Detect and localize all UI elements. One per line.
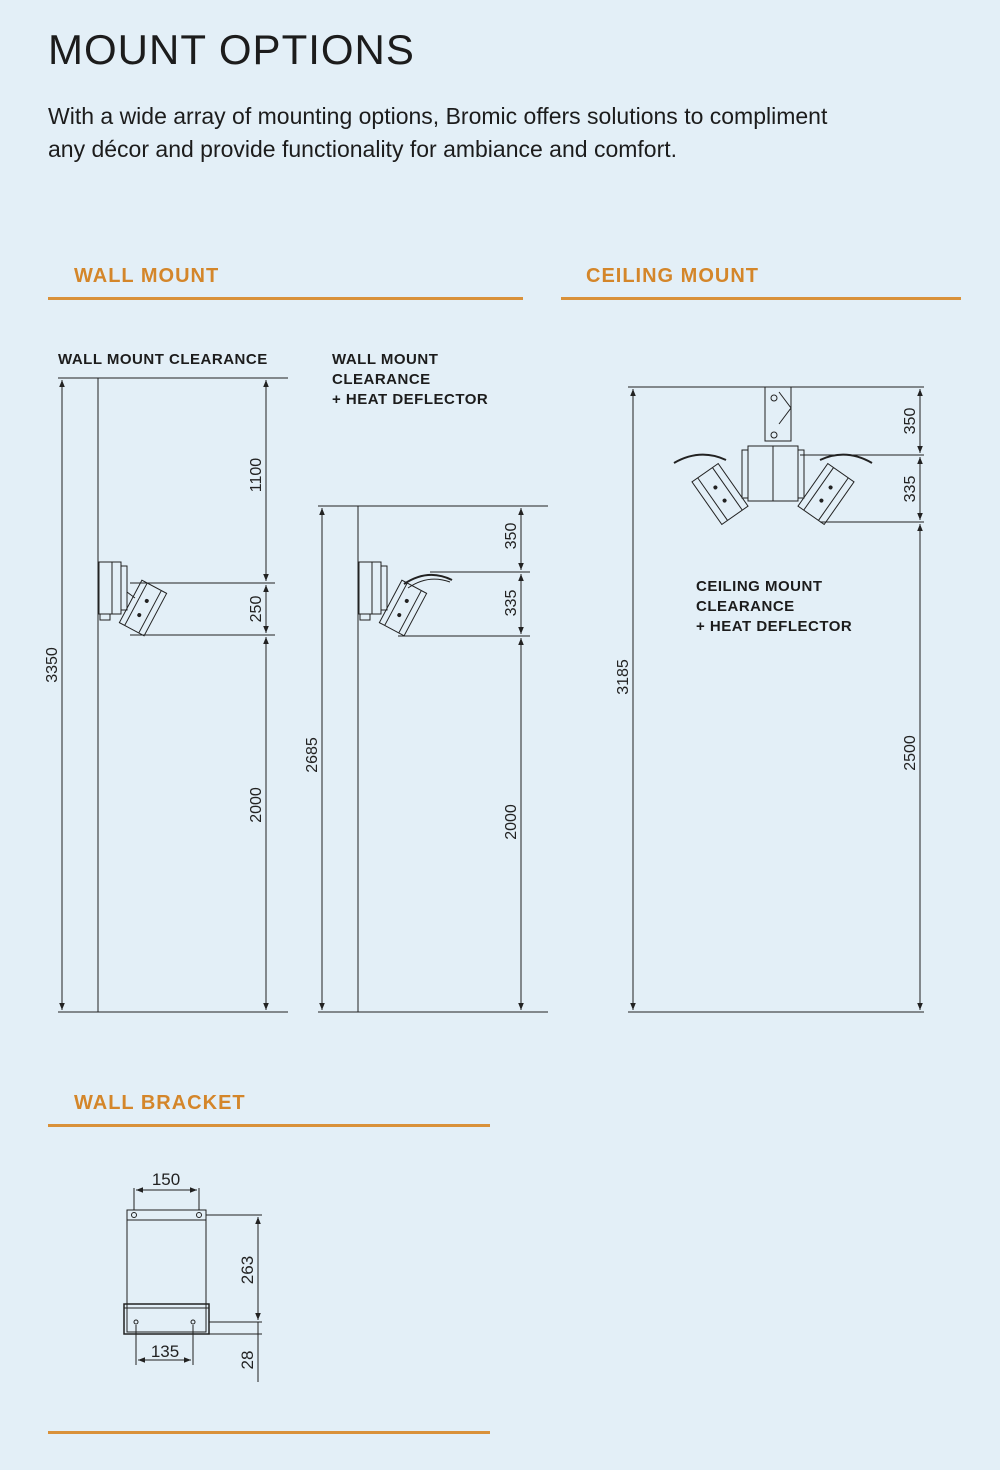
bracket-bottom-width: 135	[151, 1342, 179, 1361]
page-title: MOUNT OPTIONS	[48, 26, 415, 73]
ceiling-deflector-top: 350	[902, 408, 919, 435]
ceiling-deflector-label: CEILING MOUNT CLEARANCE + HEAT DEFLECTOR	[696, 578, 853, 635]
wall-clearance-bottom: 2000	[248, 787, 265, 823]
wall-deflector-top: 350	[503, 523, 520, 550]
ceiling-mount-rule	[561, 297, 961, 300]
section-wall-bracket: WALL BRACKET	[74, 1092, 246, 1114]
ceiling-deflector-total: 3185	[615, 659, 632, 695]
bracket-base: 28	[238, 1351, 257, 1370]
wall-clearance-total: 3350	[44, 647, 61, 683]
footer-rule	[48, 1431, 490, 1434]
wall-heater-icon	[98, 561, 168, 637]
bracket-top-width: 150	[152, 1170, 180, 1189]
wall-mount-rule	[48, 297, 523, 300]
wall-clearance-label: WALL MOUNT CLEARANCE	[58, 351, 268, 368]
wall-clearance-top: 1100	[248, 458, 265, 493]
wall-bracket-diagram	[123, 1187, 262, 1382]
wall-deflector-heater: 335	[503, 590, 520, 617]
ceiling-deflector-bottom: 2500	[902, 735, 919, 771]
wall-bracket-rule	[48, 1124, 490, 1127]
section-ceiling-mount: CEILING MOUNT	[586, 265, 759, 287]
wall-clearance-heater: 250	[248, 596, 265, 623]
wall-deflector-total: 2685	[304, 737, 321, 773]
ceiling-deflector-heater: 335	[902, 476, 919, 503]
wall-deflector-bottom: 2000	[503, 804, 520, 840]
intro-text: With a wide array of mounting options, B…	[48, 103, 828, 162]
ceiling-deflector-diagram	[628, 386, 924, 1013]
wall-deflector-heater-icon	[358, 561, 453, 637]
section-wall-mount: WALL MOUNT	[74, 265, 220, 287]
bracket-height: 263	[238, 1256, 257, 1284]
wall-deflector-label: WALL MOUNT CLEARANCE + HEAT DEFLECTOR	[332, 351, 489, 408]
wall-deflector-diagram	[318, 505, 548, 1013]
wall-clearance-diagram	[58, 377, 288, 1013]
ceiling-heater-icon	[673, 386, 873, 526]
